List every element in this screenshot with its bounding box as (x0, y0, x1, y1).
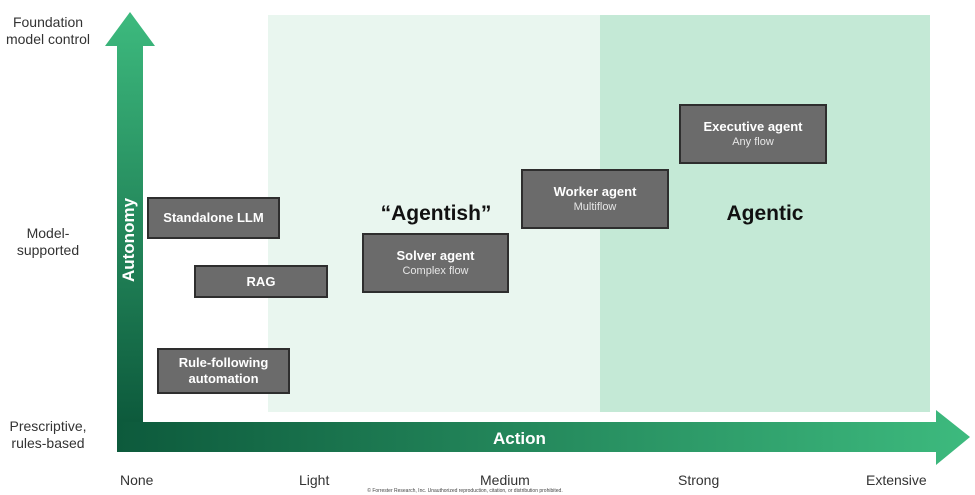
box-title: RAG (246, 273, 276, 289)
x-level-extensive: Extensive (866, 472, 927, 488)
x-level-strong: Strong (678, 472, 720, 488)
box-subtitle: Multiflow (573, 200, 617, 213)
region-label-agentish: “Agentish” (380, 202, 492, 225)
box-executive-agent: Executive agent Any flow (679, 104, 827, 164)
y-axis-arrow (105, 12, 155, 422)
x-axis-title: Action (493, 429, 546, 448)
box-title: Rule-following automation (178, 355, 269, 386)
box-standalone-llm: Standalone LLM (147, 197, 280, 239)
box-title: Executive agent (703, 118, 803, 134)
box-title: Worker agent (553, 183, 637, 199)
box-title: Solver agent (396, 247, 475, 263)
box-solver-agent: Solver agent Complex flow (362, 233, 509, 293)
box-rag: RAG (194, 265, 328, 298)
y-level-prescriptive: Prescriptive, rules-based (9, 418, 87, 451)
y-level-model-supported: Model-supported (16, 225, 80, 258)
box-subtitle: Complex flow (402, 264, 469, 277)
y-axis-title: Autonomy (119, 197, 138, 283)
box-worker-agent: Worker agent Multiflow (521, 169, 669, 229)
box-subtitle: Any flow (732, 135, 774, 148)
x-level-light: Light (299, 472, 330, 488)
x-level-none: None (120, 472, 154, 488)
box-title: Standalone LLM (163, 210, 264, 225)
copyright-notice: © Forrester Research, Inc. Unauthorized … (367, 488, 563, 494)
region-label-agentic: Agentic (726, 202, 804, 225)
x-axis-arrow (117, 410, 970, 465)
box-rule-following-automation: Rule-following automation (157, 348, 290, 394)
x-level-medium: Medium (480, 472, 530, 488)
y-level-foundation-model-control: Foundation model control (5, 14, 91, 47)
